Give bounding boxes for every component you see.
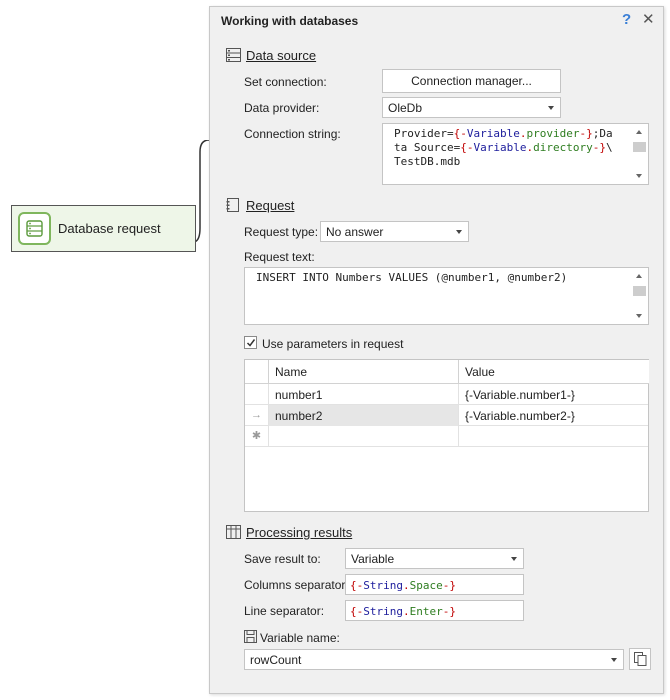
- param-name-cell[interactable]: number2: [269, 405, 459, 426]
- help-button[interactable]: ?: [622, 11, 632, 28]
- request-type-value: No answer: [326, 225, 384, 239]
- row-indicator-header: [245, 360, 269, 384]
- connection-string-scrollbar[interactable]: [631, 124, 648, 184]
- close-button[interactable]: ✕: [642, 11, 655, 28]
- request-text-label: Request text:: [244, 250, 315, 264]
- scroll-up-icon[interactable]: [636, 274, 642, 278]
- table-row[interactable]: number1 {-Variable.number1-}: [245, 384, 648, 405]
- new-row-asterisk-icon: ✱: [245, 426, 269, 446]
- use-params-label[interactable]: Use parameters in request: [262, 337, 404, 351]
- node-connector-line: [195, 140, 210, 243]
- connection-manager-button[interactable]: Connection manager...: [382, 69, 561, 93]
- processing-results-heading: Processing results: [226, 524, 426, 542]
- request-text-scrollbar[interactable]: [631, 268, 648, 324]
- copy-icon: [634, 652, 647, 666]
- scroll-thumb[interactable]: [633, 142, 646, 152]
- column-header-name[interactable]: Name: [269, 360, 459, 384]
- save-result-select[interactable]: Variable: [345, 548, 524, 569]
- database-icon: [18, 212, 51, 245]
- columns-separator-value: {-String.Space-}: [350, 579, 456, 592]
- columns-separator-label: Columns separator:: [244, 578, 349, 592]
- connection-string-editor[interactable]: Provider={-Variable.provider-};Da ta Sou…: [382, 123, 649, 185]
- save-disk-icon: [244, 630, 257, 643]
- dialog-title: Working with databases: [221, 14, 359, 28]
- table-new-row[interactable]: ✱: [245, 426, 648, 447]
- set-connection-label: Set connection:: [244, 75, 327, 89]
- connection-string-text: Provider={-Variable.provider-};Da ta Sou…: [394, 127, 613, 168]
- variable-name-label: Variable name:: [260, 631, 340, 645]
- column-header-value[interactable]: Value: [459, 360, 649, 384]
- use-params-checkbox[interactable]: [244, 336, 257, 349]
- request-type-label: Request type:: [244, 225, 319, 239]
- data-provider-select[interactable]: OleDb: [382, 97, 561, 118]
- request-heading: Request: [226, 197, 426, 215]
- chevron-down-icon: [456, 230, 462, 234]
- scroll-down-icon[interactable]: [636, 314, 642, 318]
- processing-results-title: Processing results: [246, 525, 353, 540]
- request-title: Request: [246, 198, 295, 213]
- variable-name-combobox[interactable]: rowCount: [244, 649, 624, 670]
- chevron-down-icon: [611, 658, 617, 662]
- columns-separator-input[interactable]: {-String.Space-}: [345, 574, 524, 595]
- data-provider-label: Data provider:: [244, 101, 320, 115]
- scroll-down-icon[interactable]: [636, 174, 642, 178]
- param-value-cell[interactable]: {-Variable.number1-}: [465, 388, 575, 402]
- request-type-select[interactable]: No answer: [320, 221, 469, 242]
- database-request-node[interactable]: Database request: [11, 205, 196, 252]
- line-separator-input[interactable]: {-String.Enter-}: [345, 600, 524, 621]
- table-row[interactable]: → number2 {-Variable.number2-}: [245, 405, 648, 426]
- parameters-table: Name Value number1 {-Variable.number1-} …: [244, 359, 649, 512]
- node-label: Database request: [58, 221, 161, 236]
- request-icon: [226, 198, 239, 212]
- param-value-cell[interactable]: {-Variable.number2-}: [465, 409, 575, 423]
- save-result-value: Variable: [351, 552, 395, 566]
- data-source-title: Data source: [246, 48, 317, 63]
- variable-name-value: rowCount: [250, 653, 302, 667]
- data-source-icon: [226, 48, 241, 62]
- line-separator-label: Line separator:: [244, 604, 325, 618]
- checkmark-icon: [246, 339, 256, 347]
- data-source-heading: Data source: [226, 47, 426, 65]
- request-text-code: INSERT INTO Numbers VALUES (@number1, @n…: [256, 271, 568, 284]
- dialog-titlebar[interactable]: Working with databases ? ✕: [210, 7, 663, 35]
- scroll-thumb[interactable]: [633, 286, 646, 296]
- chevron-down-icon: [511, 557, 517, 561]
- param-name-cell[interactable]: [269, 426, 459, 447]
- chevron-down-icon: [548, 106, 554, 110]
- param-value-cell[interactable]: [459, 426, 649, 447]
- scroll-up-icon[interactable]: [636, 130, 642, 134]
- param-name-cell[interactable]: number1: [269, 384, 459, 405]
- line-separator-value: {-String.Enter-}: [350, 605, 456, 618]
- request-text-editor[interactable]: INSERT INTO Numbers VALUES (@number1, @n…: [244, 267, 649, 325]
- connection-string-label: Connection string:: [244, 127, 341, 141]
- data-provider-value: OleDb: [388, 101, 423, 115]
- copy-variable-button[interactable]: [629, 648, 651, 670]
- save-result-label: Save result to:: [244, 552, 321, 566]
- table-icon: [226, 525, 241, 539]
- databases-dialog: Working with databases ? ✕ Data source S…: [209, 6, 664, 694]
- row-indicator-arrow-icon: →: [245, 405, 269, 425]
- row-indicator: [245, 384, 269, 404]
